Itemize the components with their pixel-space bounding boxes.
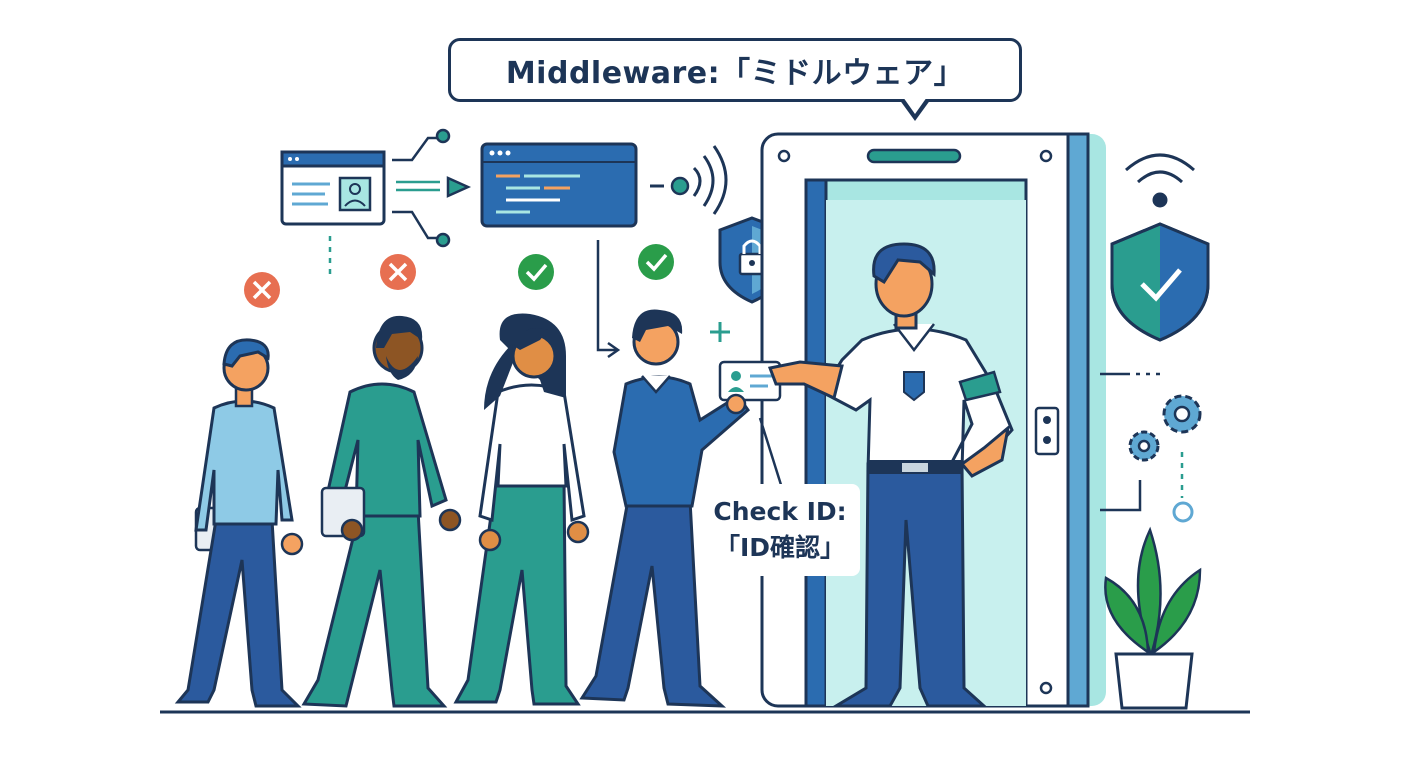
plus-icon bbox=[710, 322, 730, 342]
browser-window-icon bbox=[280, 150, 386, 226]
wifi-signal-icon bbox=[1125, 153, 1195, 208]
person-rejected bbox=[174, 338, 304, 708]
gear-icon bbox=[1162, 394, 1202, 434]
gear-icon bbox=[1128, 430, 1160, 462]
check-id-label: Check ID: 「ID確認」 bbox=[700, 484, 860, 576]
person-approved bbox=[579, 309, 751, 708]
person-approved bbox=[453, 313, 590, 706]
wifi-signal-icon bbox=[692, 145, 728, 215]
security-guard bbox=[767, 242, 1014, 708]
plant-icon bbox=[1104, 526, 1202, 710]
person-rejected bbox=[301, 315, 462, 708]
bubble-tail-fill bbox=[903, 97, 927, 114]
approve-status-icon bbox=[518, 254, 554, 290]
reject-status-icon bbox=[380, 254, 416, 290]
check-id-label-line1: Check ID: bbox=[713, 497, 847, 526]
reject-status-icon bbox=[244, 272, 280, 308]
middleware-title-bubble: Middleware:「ミドルウェア」 bbox=[448, 38, 1022, 102]
code-window-icon bbox=[480, 142, 690, 359]
check-id-label-line2: 「ID確認」 bbox=[714, 533, 846, 562]
approve-status-icon bbox=[638, 244, 674, 280]
id-card-icon bbox=[718, 360, 784, 489]
connector-lines bbox=[1100, 372, 1194, 523]
middleware-title: Middleware:「ミドルウェア」 bbox=[505, 56, 965, 91]
network-arrow-icon bbox=[328, 128, 472, 274]
check-shield-icon bbox=[1110, 222, 1210, 342]
